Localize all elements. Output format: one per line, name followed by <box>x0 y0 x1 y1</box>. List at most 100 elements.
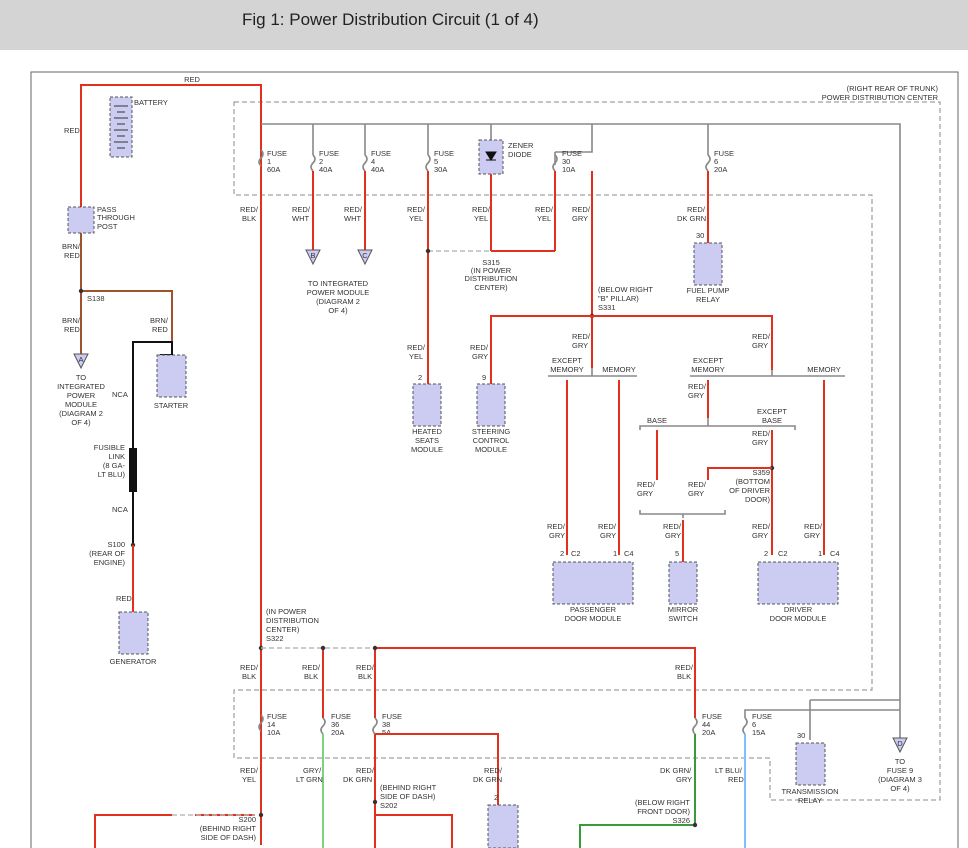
connector-letter: C <box>362 251 368 260</box>
option-label: EXCEPT <box>693 356 723 365</box>
fuse-label: 5A <box>382 728 391 737</box>
relay-component <box>487 804 519 848</box>
wire-red-yel <box>490 171 556 252</box>
ref-label: POWER MODULE <box>307 288 370 297</box>
splice-label: (BOTTOM <box>736 477 770 486</box>
wire-label: DK GRN <box>343 775 372 784</box>
ref-label: OF 4) <box>71 418 91 427</box>
wire-label: YEL <box>409 214 423 223</box>
option-bracket <box>690 370 845 377</box>
wire-label: GRY <box>752 438 768 447</box>
wire-label: GRY <box>472 352 488 361</box>
wire-label: RED/ <box>572 205 591 214</box>
wire-label: GRY <box>665 531 681 540</box>
wiring-diagram: (RIGHT REAR OF TRUNK) POWER DISTRIBUTION… <box>30 71 959 848</box>
fuse-label: 6 <box>752 720 756 729</box>
wire-red-blk <box>322 648 376 718</box>
fuse-label: FUSE <box>434 149 454 158</box>
fuse-label: FUSE <box>319 149 339 158</box>
component-label: SEATS <box>415 436 439 445</box>
pin-label: 5 <box>675 549 679 558</box>
wire-label: RED/ <box>484 766 503 775</box>
option-label: MEMORY <box>602 365 636 374</box>
wire-label: BLK <box>242 672 256 681</box>
wire-label: GRY <box>549 531 565 540</box>
splice-label: FRONT DOOR) <box>637 807 690 816</box>
fuse-label: 20A <box>702 728 715 737</box>
pass-through-post <box>67 206 95 234</box>
fuse-label: 4 <box>371 157 375 166</box>
wire-label: BLK <box>242 214 256 223</box>
splice-label: (BELOW RIGHT <box>598 285 653 294</box>
wire-label: YEL <box>537 214 551 223</box>
trunk-label-2: POWER DISTRIBUTION CENTER <box>822 93 939 102</box>
fuse-icon <box>692 717 698 735</box>
component-label: DRIVER <box>784 605 813 614</box>
wire-red-gry <box>707 467 772 480</box>
wire-label: RED <box>116 594 132 603</box>
fuse-label: FUSE <box>752 712 772 721</box>
wire-label: RED/ <box>598 522 617 531</box>
ref-label: POWER <box>67 391 96 400</box>
wire-label: YEL <box>242 775 256 784</box>
pin-label: 30 <box>797 731 805 740</box>
wire-label: RED/ <box>470 343 489 352</box>
page-title: Fig 1: Power Distribution Circuit (1 of … <box>242 10 539 29</box>
fuse-label: FUSE <box>267 149 287 158</box>
fuse-label: 36 <box>331 720 339 729</box>
wire-label: GRY <box>572 214 588 223</box>
splice-label: S322 <box>266 634 284 643</box>
splice-label: (BEHIND RIGHT <box>200 824 257 833</box>
splice-dot <box>372 799 378 805</box>
pin-label: 2 <box>764 549 768 558</box>
starter <box>156 354 187 398</box>
wire-label: GRY <box>804 531 820 540</box>
component-label: DOOR MODULE <box>770 614 827 623</box>
fuse-icon <box>552 154 558 172</box>
fuse-label: FUSE <box>382 712 402 721</box>
option-label: BASE <box>647 416 667 425</box>
wire-label: GRY <box>688 391 704 400</box>
wire-label: RED/ <box>240 205 259 214</box>
wire-label: GRY <box>688 489 704 498</box>
heated-seats-module <box>412 383 442 427</box>
wire-red-gry <box>656 430 773 555</box>
fuel-pump-relay <box>693 242 723 286</box>
splice-label: DISTRIBUTION <box>465 274 518 283</box>
option-label: EXCEPT <box>757 407 787 416</box>
wire-label: LT BLU/ <box>715 766 743 775</box>
wire-label: GRY <box>600 531 616 540</box>
wire-label: GRY <box>637 489 653 498</box>
diagram-frame <box>30 71 959 848</box>
splice-label: SIDE OF DASH) <box>201 833 257 842</box>
fuse-label: FUSE <box>702 712 722 721</box>
wire-label: RED <box>184 75 200 84</box>
fuse-label: FUSE <box>371 149 391 158</box>
fuse-label: 6 <box>714 157 718 166</box>
wire-label: RED/ <box>344 205 363 214</box>
option-bracket <box>548 368 637 377</box>
splice-label: (IN POWER <box>471 266 512 275</box>
fuse-label: FUSE <box>267 712 287 721</box>
wire-brn-red <box>81 290 173 355</box>
splice-label: OF DRIVER <box>729 486 770 495</box>
splice-label: "B" PILLAR) <box>598 294 639 303</box>
fuse-label: 2 <box>319 157 323 166</box>
fuse-label: 14 <box>267 720 275 729</box>
wire-label: BLK <box>677 672 691 681</box>
splice-label: (IN POWER <box>266 607 307 616</box>
passenger-door-module <box>552 561 634 605</box>
wire-red-main <box>80 84 262 845</box>
splice-label: (REAR OF <box>89 549 125 558</box>
splice-dot <box>258 812 264 818</box>
splice-dot <box>425 248 431 254</box>
wire-label: WHT <box>292 214 309 223</box>
ref-label: (DIAGRAM 3 <box>878 775 922 784</box>
fuse-label: 30A <box>434 165 447 174</box>
diode-icon <box>485 151 497 161</box>
wire-label: RED/ <box>752 332 771 341</box>
component-label: TRANSMISSION <box>781 787 838 796</box>
fuse-icon <box>258 714 264 732</box>
splice-label: DISTRIBUTION <box>266 616 319 625</box>
wire-label: GRY/ <box>303 766 322 775</box>
